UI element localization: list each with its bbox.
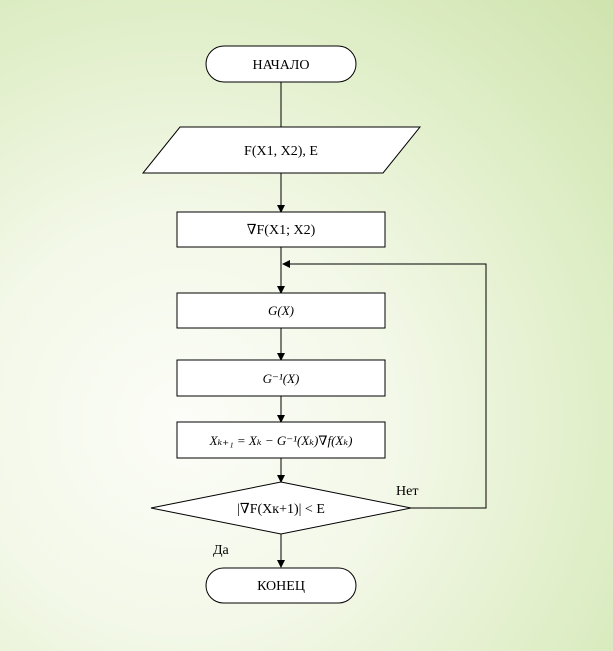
yes-branch-label: Да <box>213 543 230 558</box>
edge-loop-back <box>282 260 487 509</box>
hessian-label: G(X) <box>268 303 294 318</box>
input-parallelogram <box>141 126 422 174</box>
gradient-label: ∇F(X1; X2) <box>247 223 316 238</box>
no-branch-label: Нет <box>396 484 418 499</box>
condition-decision <box>150 481 412 535</box>
input-label: F(X1, X2), E <box>244 144 318 159</box>
start-terminator <box>205 45 357 83</box>
inverse-hessian-process <box>176 359 386 397</box>
condition-label: |∇F(Xк+1)| < E <box>237 502 325 517</box>
hessian-process <box>176 292 386 329</box>
gradient-process <box>176 211 386 248</box>
end-label: КОНЕЦ <box>257 579 305 594</box>
inverse-hessian-label: G⁻¹(X) <box>263 371 300 386</box>
update-label: Xₖ₊₁ = Xₖ − G⁻¹(Xₖ)∇f(Xₖ) <box>209 433 353 448</box>
start-label: НАЧАЛО <box>253 58 310 73</box>
end-terminator <box>205 567 357 604</box>
update-process <box>176 421 386 459</box>
